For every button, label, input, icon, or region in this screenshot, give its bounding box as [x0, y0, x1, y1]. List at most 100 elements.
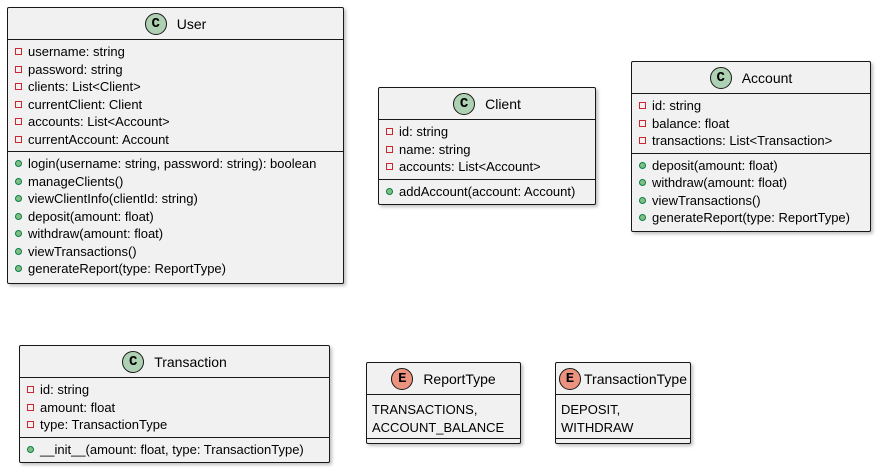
class-client: C Client id: string name: string account… [378, 87, 596, 205]
field-row: accounts: List<Account> [8, 113, 343, 131]
class-name: Account [741, 69, 793, 86]
field-text: password: string [28, 61, 123, 77]
empty-section [367, 439, 520, 451]
enum-name: TransactionType [584, 370, 687, 387]
field-text: transactions: List<Transaction> [652, 133, 833, 149]
enum-values-section: DEPOSIT, WITHDRAW [556, 395, 690, 439]
enum-transaction-type: E TransactionType DEPOSIT, WITHDRAW [555, 362, 691, 444]
methods-section: deposit(amount: float) withdraw(amount: … [632, 154, 870, 230]
enum-header: E ReportType [367, 363, 520, 395]
enum-badge-icon: E [391, 367, 414, 390]
class-account: C Account id: string balance: float tran… [631, 61, 871, 232]
private-marker-icon [15, 48, 22, 56]
method-text: withdraw(amount: float) [28, 226, 164, 242]
field-row: name: string [379, 141, 595, 159]
class-header: C Client [379, 88, 595, 120]
public-marker-icon [639, 214, 646, 222]
method-row: withdraw(amount: float) [8, 225, 343, 243]
class-transaction: C Transaction id: string amount: float t… [19, 345, 330, 463]
public-marker-icon [15, 160, 22, 168]
enum-value: TRANSACTIONS, [372, 401, 478, 417]
field-row: id: string [632, 97, 870, 115]
private-marker-icon [639, 102, 646, 110]
public-marker-icon [15, 265, 22, 273]
methods-section: addAccount(account: Account) [379, 180, 595, 204]
private-marker-icon [27, 403, 34, 411]
public-marker-icon [639, 161, 646, 169]
private-marker-icon [386, 145, 393, 153]
public-marker-icon [15, 177, 22, 185]
method-text: viewTransactions() [28, 243, 137, 259]
public-marker-icon [386, 187, 393, 195]
private-marker-icon [27, 386, 34, 394]
private-marker-icon [15, 65, 22, 73]
field-row: currentAccount: Account [8, 131, 343, 149]
public-marker-icon [27, 445, 34, 453]
public-marker-icon [15, 212, 22, 220]
method-text: viewTransactions() [652, 192, 761, 208]
field-row: password: string [8, 61, 343, 79]
class-name: Transaction [154, 353, 227, 370]
method-row: deposit(amount: float) [632, 157, 870, 175]
class-name: User [176, 15, 207, 32]
public-marker-icon [15, 195, 22, 203]
field-text: amount: float [40, 399, 116, 415]
field-row: clients: List<Client> [8, 78, 343, 96]
field-text: id: string [399, 124, 449, 140]
class-badge-icon: C [709, 66, 732, 89]
field-row: id: string [20, 381, 329, 399]
field-row: id: string [379, 123, 595, 141]
class-user: C User username: string password: string… [7, 7, 344, 284]
field-text: accounts: List<Account> [28, 114, 170, 130]
class-header: C Account [632, 62, 870, 94]
method-row: withdraw(amount: float) [632, 174, 870, 192]
class-badge-icon: C [453, 92, 476, 115]
method-row: viewClientInfo(clientId: string) [8, 190, 343, 208]
method-row: viewTransactions() [8, 243, 343, 261]
field-text: clients: List<Client> [28, 79, 141, 95]
field-text: id: string [40, 382, 90, 398]
public-marker-icon [15, 230, 22, 238]
private-marker-icon [639, 137, 646, 145]
class-name: Client [485, 95, 521, 112]
empty-section [556, 439, 690, 451]
field-row: amount: float [20, 399, 329, 417]
private-marker-icon [15, 100, 22, 108]
field-row: transactions: List<Transaction> [632, 132, 870, 150]
private-marker-icon [386, 163, 393, 171]
method-text: withdraw(amount: float) [652, 175, 788, 191]
method-row: manageClients() [8, 173, 343, 191]
field-text: type: TransactionType [40, 417, 168, 433]
field-text: currentAccount: Account [28, 131, 169, 147]
enum-name: ReportType [423, 370, 496, 387]
private-marker-icon [386, 128, 393, 136]
fields-section: id: string name: string accounts: List<A… [379, 120, 595, 180]
method-text: generateReport(type: ReportType) [652, 210, 850, 226]
enum-badge-icon: E [559, 367, 581, 390]
method-row: viewTransactions() [632, 192, 870, 210]
methods-section: login(username: string, password: string… [8, 152, 343, 281]
method-text: generateReport(type: ReportType) [28, 261, 226, 277]
field-row: username: string [8, 43, 343, 61]
method-row: deposit(amount: float) [8, 208, 343, 226]
field-text: name: string [399, 141, 471, 157]
private-marker-icon [27, 421, 34, 429]
class-badge-icon: C [144, 12, 167, 35]
enum-value: WITHDRAW [561, 419, 634, 435]
class-header: C User [8, 8, 343, 40]
enum-value: DEPOSIT, [561, 401, 621, 417]
class-header: C Transaction [20, 346, 329, 378]
private-marker-icon [15, 135, 22, 143]
method-row: login(username: string, password: string… [8, 155, 343, 173]
public-marker-icon [15, 247, 22, 255]
public-marker-icon [639, 179, 646, 187]
method-row: __init__(amount: float, type: Transactio… [20, 441, 329, 459]
method-row: generateReport(type: ReportType) [632, 209, 870, 227]
field-row: balance: float [632, 115, 870, 133]
fields-section: id: string amount: float type: Transacti… [20, 378, 329, 438]
method-text: deposit(amount: float) [652, 157, 778, 173]
method-text: viewClientInfo(clientId: string) [28, 191, 198, 207]
field-text: currentClient: Client [28, 96, 143, 112]
enum-report-type: E ReportType TRANSACTIONS, ACCOUNT_BALAN… [366, 362, 521, 444]
fields-section: username: string password: string client… [8, 40, 343, 152]
